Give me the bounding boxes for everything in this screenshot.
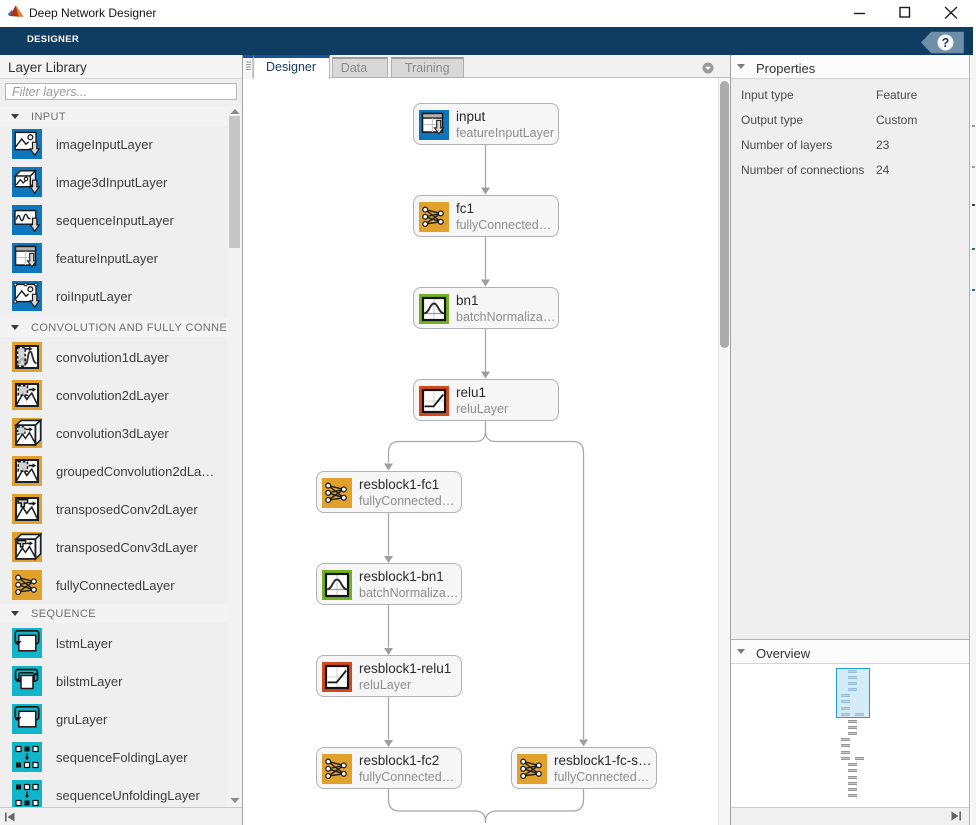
svg-text:?: ? bbox=[942, 36, 950, 50]
